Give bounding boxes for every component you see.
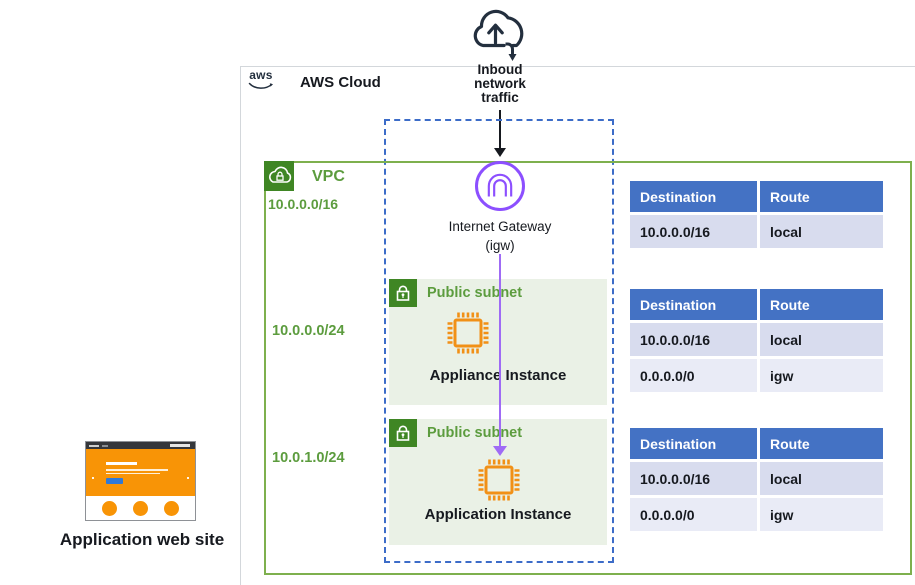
route-table-header-destination: Destination xyxy=(630,289,757,320)
aws-cloud-label: AWS Cloud xyxy=(300,74,381,91)
table-row: 10.0.0.0/16 local xyxy=(630,215,883,248)
route-destination: 10.0.0.0/16 xyxy=(630,323,757,356)
thumbnail-hero-text-line xyxy=(106,472,160,475)
internet-gateway-name: Internet Gateway xyxy=(448,219,552,234)
thumbnail-feature-circle xyxy=(164,501,179,516)
route-table-header-route: Route xyxy=(760,428,883,459)
application-website-label: Application web site xyxy=(59,530,225,549)
thumbnail-navbar xyxy=(86,442,195,449)
route-target: local xyxy=(760,462,883,495)
public-subnet-1-cidr: 10.0.0.0/24 xyxy=(272,323,345,339)
thumbnail-carousel-right-icon xyxy=(187,477,189,479)
route-target: igw xyxy=(760,359,883,392)
table-row: 0.0.0.0/0 igw xyxy=(630,498,883,531)
inbound-traffic-label: Inboud network traffic xyxy=(474,62,526,105)
route-table-header-route: Route xyxy=(760,289,883,320)
public-subnet-1-label: Public subnet xyxy=(427,285,523,301)
route-table-vpc: Destination Route 10.0.0.0/16 local xyxy=(630,181,883,248)
thumbnail-hero-headline xyxy=(106,462,137,466)
inbound-traffic-cloud-icon xyxy=(473,9,524,61)
vpc-icon xyxy=(264,161,294,191)
route-table-subnet-1: Destination Route 10.0.0.0/16 local 0.0.… xyxy=(630,289,883,392)
route-table-header-row: Destination Route xyxy=(630,289,883,320)
thumbnail-navbar-link xyxy=(102,444,108,447)
internet-gateway-id: (igw) xyxy=(485,238,515,253)
route-table-subnet-2: Destination Route 10.0.0.0/16 local 0.0.… xyxy=(630,428,883,531)
route-target: local xyxy=(760,215,883,248)
traffic-to-igw-arrow xyxy=(499,110,501,148)
application-instance-label: Application Instance xyxy=(424,506,572,523)
igw-to-instance-arrow xyxy=(499,254,501,446)
vpc-cidr: 10.0.0.0/16 xyxy=(268,196,339,212)
public-subnet-2-cidr: 10.0.1.0/24 xyxy=(272,450,345,466)
igw-to-instance-arrowhead-icon xyxy=(493,446,507,456)
appliance-instance-label: Appliance Instance xyxy=(429,367,567,384)
public-subnet-1-box xyxy=(389,279,607,405)
thumbnail-navbar-brand xyxy=(89,444,99,447)
thumbnail-carousel-left-icon xyxy=(92,477,94,479)
thumbnail-feature-circle xyxy=(102,501,117,516)
route-destination: 10.0.0.0/16 xyxy=(630,215,757,248)
route-destination: 10.0.0.0/16 xyxy=(630,462,757,495)
appliance-boundary-dashed-box xyxy=(384,119,614,563)
table-row: 0.0.0.0/0 igw xyxy=(630,359,883,392)
route-table-header-destination: Destination xyxy=(630,181,757,212)
route-target: local xyxy=(760,323,883,356)
appliance-instance-icon xyxy=(447,312,489,354)
route-table-header-row: Destination Route xyxy=(630,181,883,212)
thumbnail-feature-circle xyxy=(133,501,148,516)
aws-logo: aws xyxy=(246,69,276,93)
route-destination: 0.0.0.0/0 xyxy=(630,498,757,531)
route-destination: 0.0.0.0/0 xyxy=(630,359,757,392)
route-table-header-row: Destination Route xyxy=(630,428,883,459)
thumbnail-hero-text-line xyxy=(106,469,168,471)
application-website-thumbnail xyxy=(85,441,196,521)
public-subnet-2-box xyxy=(389,419,607,545)
vpc-label: VPC xyxy=(312,168,345,185)
application-instance-icon xyxy=(478,459,520,501)
aws-cloud-box xyxy=(240,66,915,585)
internet-gateway-label: Internet Gateway (igw) xyxy=(430,217,570,255)
thumbnail-hero-banner xyxy=(86,449,195,496)
route-target: igw xyxy=(760,498,883,531)
route-table-header-route: Route xyxy=(760,181,883,212)
traffic-to-igw-arrowhead-icon xyxy=(494,148,506,157)
route-table-header-destination: Destination xyxy=(630,428,757,459)
public-subnet-1-lock-icon xyxy=(389,279,417,307)
table-row: 10.0.0.0/16 local xyxy=(630,323,883,356)
aws-logo-smile-icon xyxy=(248,82,273,89)
public-subnet-2-label: Public subnet xyxy=(427,425,523,441)
aws-logo-text: aws xyxy=(249,68,273,82)
internet-gateway-icon xyxy=(475,161,525,211)
public-subnet-2-lock-icon xyxy=(389,419,417,447)
thumbnail-hero-button xyxy=(106,477,123,484)
table-row: 10.0.0.0/16 local xyxy=(630,462,883,495)
vpc-box xyxy=(264,161,912,575)
thumbnail-search-box xyxy=(170,443,190,448)
